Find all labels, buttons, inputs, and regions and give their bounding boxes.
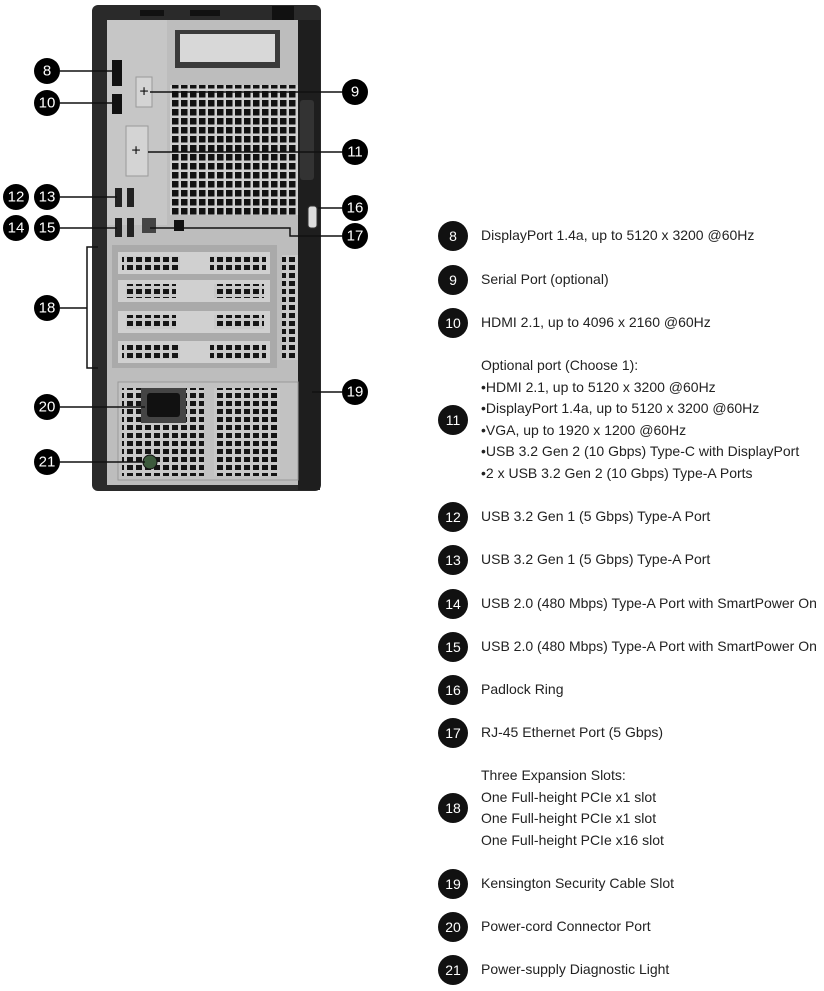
legend-text: •VGA, up to 1920 x 1200 @60Hz [481,421,687,438]
legend-number: 16 [438,675,468,705]
callout-9: 9 [342,79,368,105]
svg-text:11: 11 [347,144,363,161]
legend-text: RJ-45 Ethernet Port (5 Gbps) [481,724,664,741]
legend-item-11: 11 Optional port (Choose 1): •HDMI 2.1, … [438,355,799,485]
svg-text:+: + [139,84,148,101]
legend-text: Kensington Security Cable Slot [481,875,674,892]
legend-number: 18 [438,793,468,824]
svg-text:21: 21 [39,454,56,471]
callout-19: 19 [342,379,368,405]
legend-text: One Full-height PCIe x1 slot [481,788,657,805]
callout-16: 16 [342,195,368,221]
legend-number: 8 [438,221,468,251]
legend-text: One Full-height PCIe x16 slot [481,831,664,848]
legend-text: DisplayPort 1.4a, up to 5120 x 3200 @60H… [481,227,755,244]
svg-text:15: 15 [39,220,56,237]
io-ports: + + [112,60,318,237]
legend-item-13: 13 USB 3.2 Gen 1 (5 Gbps) Type-A Port [438,545,710,575]
callout-18: 18 [34,295,60,321]
callout-17: 17 [342,223,368,249]
callout-12: 12 [3,184,29,210]
legend-number: 15 [438,632,468,662]
legend-item-18: 18 Three Expansion Slots: One Full-heigh… [438,765,664,851]
legend-text: Power-supply Diagnostic Light [481,961,670,978]
legend-number: 19 [438,869,468,899]
legend-text: Serial Port (optional) [481,271,609,288]
legend-text: USB 2.0 (480 Mbps) Type-A Port with Smar… [481,595,817,612]
legend-number: 10 [438,308,468,338]
callout-20: 20 [34,394,60,420]
legend-number: 20 [438,912,468,942]
legend-number: 21 [438,955,468,985]
callout-badges: 8 9 10 11 12 13 14 15 16 17 18 19 20 21 [3,58,368,475]
svg-text:18: 18 [39,300,56,317]
legend-text: USB 3.2 Gen 1 (5 Gbps) Type-A Port [481,551,711,568]
legend-text: •2 x USB 3.2 Gen 2 (10 Gbps) Type-A Port… [481,464,753,481]
hdmi-port [112,94,122,114]
legend-text: Three Expansion Slots: [481,767,626,783]
legend-text: •USB 3.2 Gen 2 (10 Gbps) Type-C with Dis… [481,443,800,460]
legend-text: Power-cord Connector Port [481,918,651,935]
callout-lines [60,70,342,463]
svg-text:13: 13 [39,189,56,206]
legend-text: One Full-height PCIe x1 slot [481,810,657,827]
legend-text: Padlock Ring [481,681,564,698]
legend-number: 17 [438,718,468,748]
legend-item-15: 15 USB 2.0 (480 Mbps) Type-A Port with Sm… [438,632,817,662]
legend-item-17: 17 RJ-45 Ethernet Port (5 Gbps) [438,718,663,748]
power-supply [117,381,299,481]
legend-item-12: 12 USB 3.2 Gen 1 (5 Gbps) Type-A Port [438,502,710,532]
svg-text:10: 10 [39,95,56,112]
svg-text:+: + [131,143,140,160]
displayport [112,60,122,86]
legend-text: HDMI 2.1, up to 4096 x 2160 @60Hz [481,314,711,331]
legend-item-21: 21 Power-supply Diagnostic Light [438,955,669,985]
legend-number: 12 [438,502,468,532]
svg-text:12: 12 [8,189,25,206]
svg-text:16: 16 [347,200,364,217]
legend-item-9: 9 Serial Port (optional) [438,265,609,295]
legend-text: USB 2.0 (480 Mbps) Type-A Port with Smar… [481,638,817,655]
callout-11: 11 [342,139,368,165]
legend-number: 14 [438,589,468,619]
svg-text:17: 17 [347,228,364,245]
legend-item-8: 8 DisplayPort 1.4a, up to 5120 x 3200 @60… [438,221,754,251]
legend-item-19: 19 Kensington Security Cable Slot [438,869,674,899]
svg-text:14: 14 [8,220,25,237]
legend-text: Optional port (Choose 1): [481,357,639,373]
callout-15: 15 [34,215,60,241]
svg-text:8: 8 [43,63,51,80]
callout-8: 8 [34,58,60,84]
callout-14: 14 [3,215,29,241]
legend-text: •DisplayPort 1.4a, up to 5120 x 3200 @60… [481,400,760,417]
svg-text:9: 9 [351,84,359,101]
legend-item-20: 20 Power-cord Connector Port [438,912,651,942]
callout-21: 21 [34,449,60,475]
expansion-slots [112,245,298,368]
legend-number: 13 [438,545,468,575]
legend-number: 9 [438,265,468,295]
callout-13: 13 [34,184,60,210]
callout-10: 10 [34,90,60,116]
computer-rear-diagram: + + 8 9 10 11 12 13 14 [3,5,368,491]
legend-item-14: 14 USB 2.0 (480 Mbps) Type-A Port with Sm… [438,589,817,619]
legend-item-16: 16 Padlock Ring [438,675,564,705]
legend-text: •HDMI 2.1, up to 5120 x 3200 @60Hz [481,378,716,395]
svg-text:19: 19 [347,384,364,401]
legend-text: USB 3.2 Gen 1 (5 Gbps) Type-A Port [481,508,711,525]
legend-number: 11 [438,404,468,435]
legend-item-10: 10 HDMI 2.1, up to 4096 x 2160 @60Hz [438,308,711,338]
svg-text:20: 20 [39,399,56,416]
